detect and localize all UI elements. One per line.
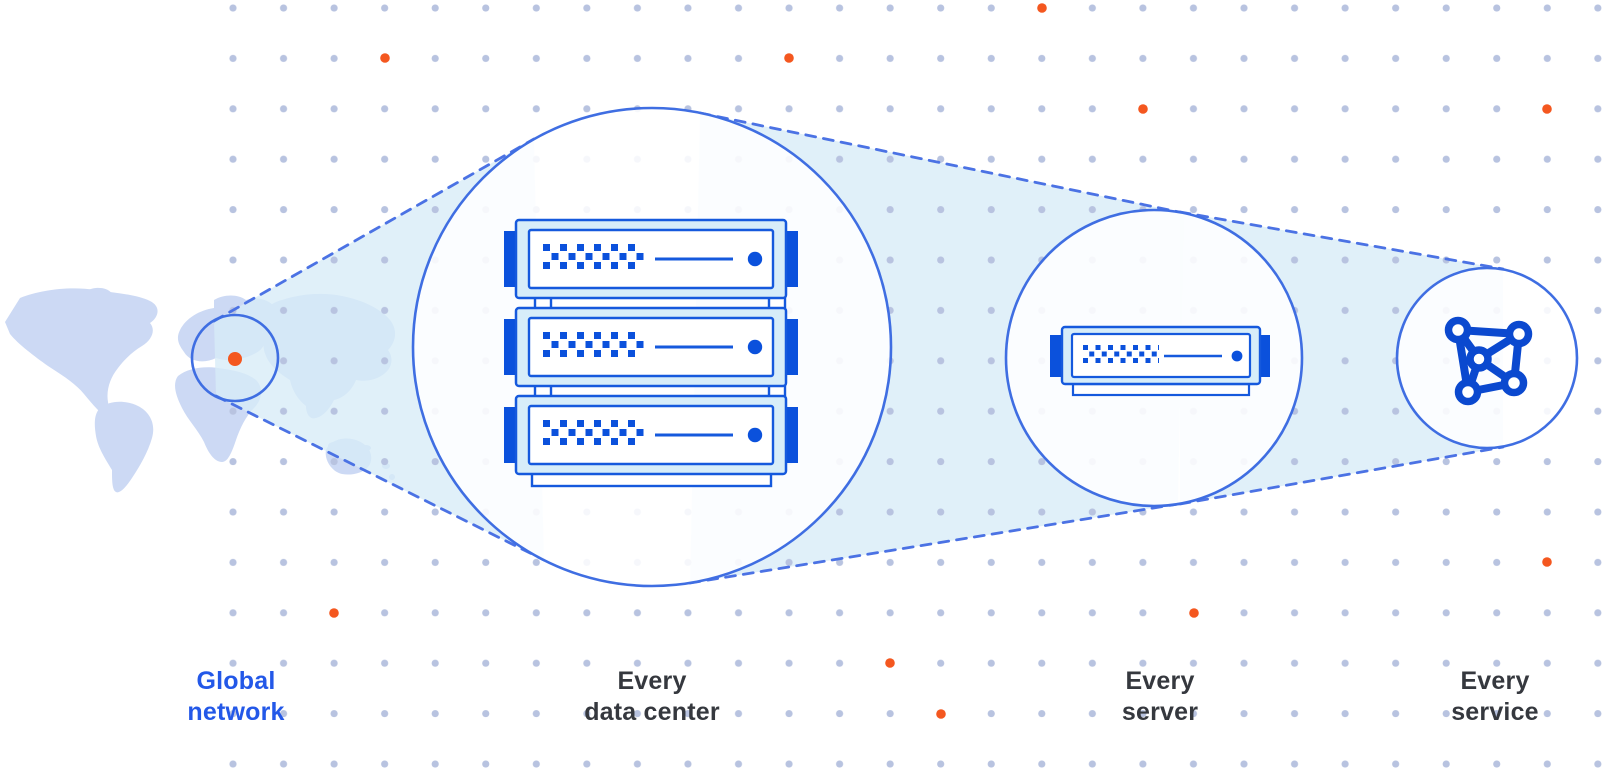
rack-server-stack-icon <box>504 218 798 488</box>
orange-grid-dot <box>885 658 895 668</box>
orange-grid-dot <box>380 53 390 63</box>
orange-grid-dot <box>1037 3 1047 13</box>
server-unit <box>504 394 798 476</box>
zoom-dashed-lines <box>212 111 1505 585</box>
label-line: data center <box>584 698 720 726</box>
server-unit <box>504 218 798 300</box>
every-service-label: Every service <box>1385 666 1605 728</box>
network-mesh-icon <box>1444 316 1533 406</box>
label-line: service <box>1451 698 1539 726</box>
global-network-label: Global network <box>126 666 346 728</box>
orange-grid-dot <box>329 608 339 618</box>
orange-grid-dot <box>1189 608 1199 618</box>
label-line: Global <box>196 667 276 695</box>
orange-grid-dot <box>1542 104 1552 114</box>
label-line: Every <box>1125 667 1195 695</box>
label-line: Every <box>1460 667 1530 695</box>
server-unit <box>504 306 798 388</box>
label-line: network <box>187 698 285 726</box>
orange-grid-dot <box>1138 104 1148 114</box>
map-locator-circle <box>190 313 280 403</box>
every-data-center-label: Every data center <box>522 666 782 728</box>
label-line: server <box>1121 698 1199 726</box>
rack-server-icon <box>1050 325 1270 397</box>
label-line: Every <box>617 667 687 695</box>
orange-grid-dot <box>784 53 794 63</box>
every-server-label: Every server <box>1050 666 1270 728</box>
map-marker-dot <box>228 352 242 366</box>
orange-dot-group <box>329 3 1552 719</box>
orange-grid-dot <box>936 709 946 719</box>
orange-grid-dot <box>1542 557 1552 567</box>
